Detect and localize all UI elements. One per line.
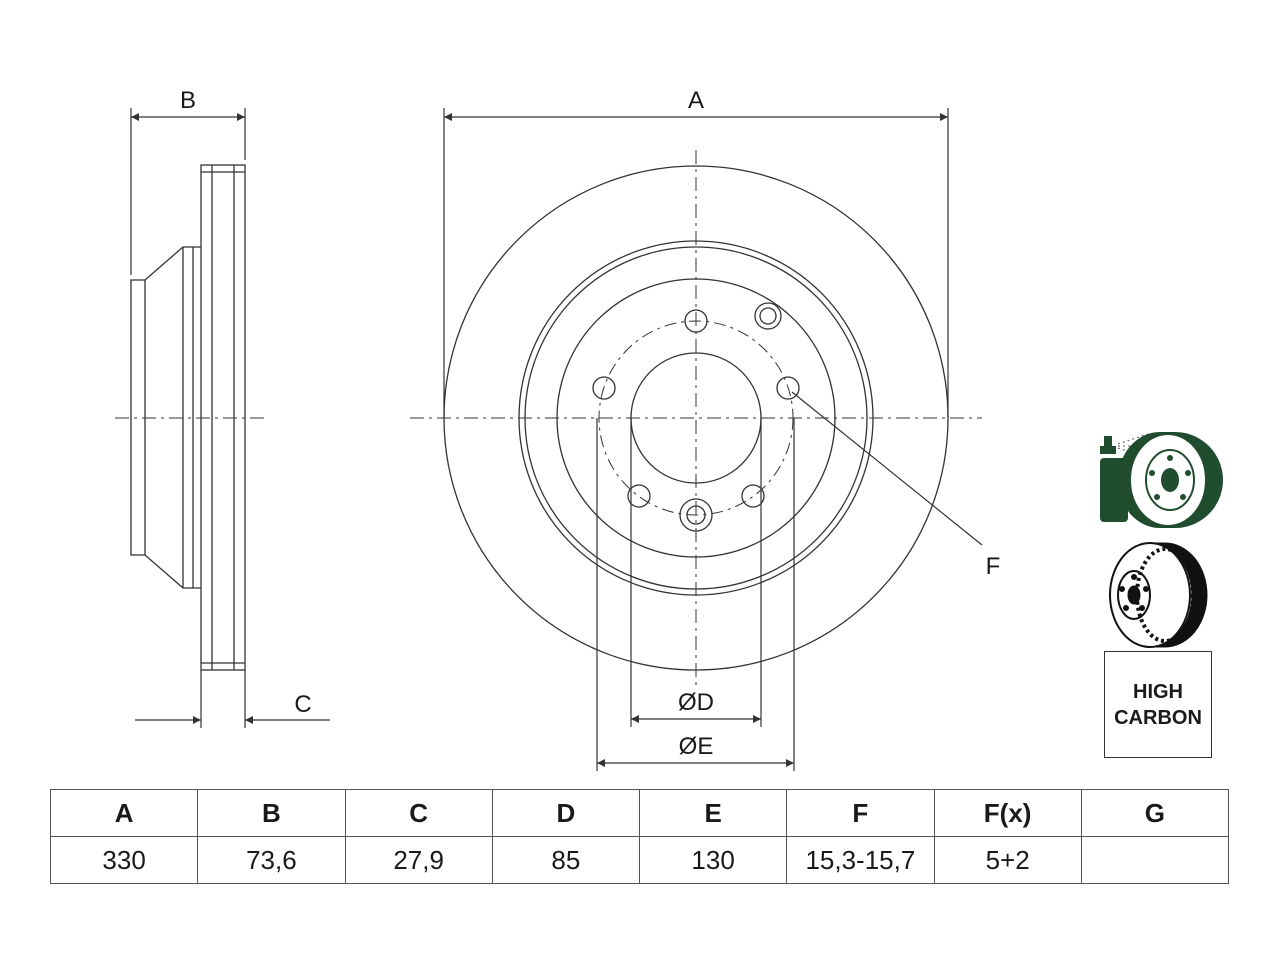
value-f: 15,3-15,7 xyxy=(786,836,935,884)
dimension-b xyxy=(130,108,246,275)
header-d: D xyxy=(491,789,641,837)
value-c: 27,9 xyxy=(344,836,493,884)
label-b: B xyxy=(180,87,196,114)
label-f: F xyxy=(986,553,1001,580)
label-d: ØD xyxy=(678,689,714,716)
dimension-e xyxy=(596,418,795,771)
value-fx: 5+2 xyxy=(933,836,1082,884)
value-e: 130 xyxy=(638,836,788,884)
table-row: 330 73,6 27,9 85 130 15,3-15,7 5+2 xyxy=(49,836,1230,884)
label-a: A xyxy=(688,87,704,114)
front-view xyxy=(410,150,982,690)
side-view xyxy=(115,164,265,671)
leader-f xyxy=(791,391,983,546)
badge-line-1: HIGH xyxy=(1133,680,1183,703)
vented-disc-icon xyxy=(1109,542,1208,648)
badge-line-2: CARBON xyxy=(1114,706,1202,729)
header-g: G xyxy=(1080,789,1230,837)
value-d: 85 xyxy=(491,836,641,884)
spray-coating-icon xyxy=(1100,432,1223,528)
dimension-c xyxy=(135,670,330,728)
header-fx: F(x) xyxy=(933,789,1082,837)
label-e: ØE xyxy=(679,733,714,760)
spec-table: A B C D E F F(x) G 330 73,6 27,9 85 130 … xyxy=(49,789,1230,884)
value-a: 330 xyxy=(49,836,199,884)
header-c: C xyxy=(344,789,493,837)
header-b: B xyxy=(197,789,346,837)
value-g xyxy=(1080,836,1230,884)
table-header-row: A B C D E F F(x) G xyxy=(49,789,1230,837)
header-a: A xyxy=(49,789,199,837)
high-carbon-badge: HIGH CARBON xyxy=(1104,651,1212,758)
header-e: E xyxy=(638,789,788,837)
dimension-a xyxy=(443,108,949,418)
header-f: F xyxy=(786,789,935,837)
value-b: 73,6 xyxy=(197,836,346,884)
label-c: C xyxy=(294,691,311,718)
dimension-d xyxy=(630,418,762,727)
